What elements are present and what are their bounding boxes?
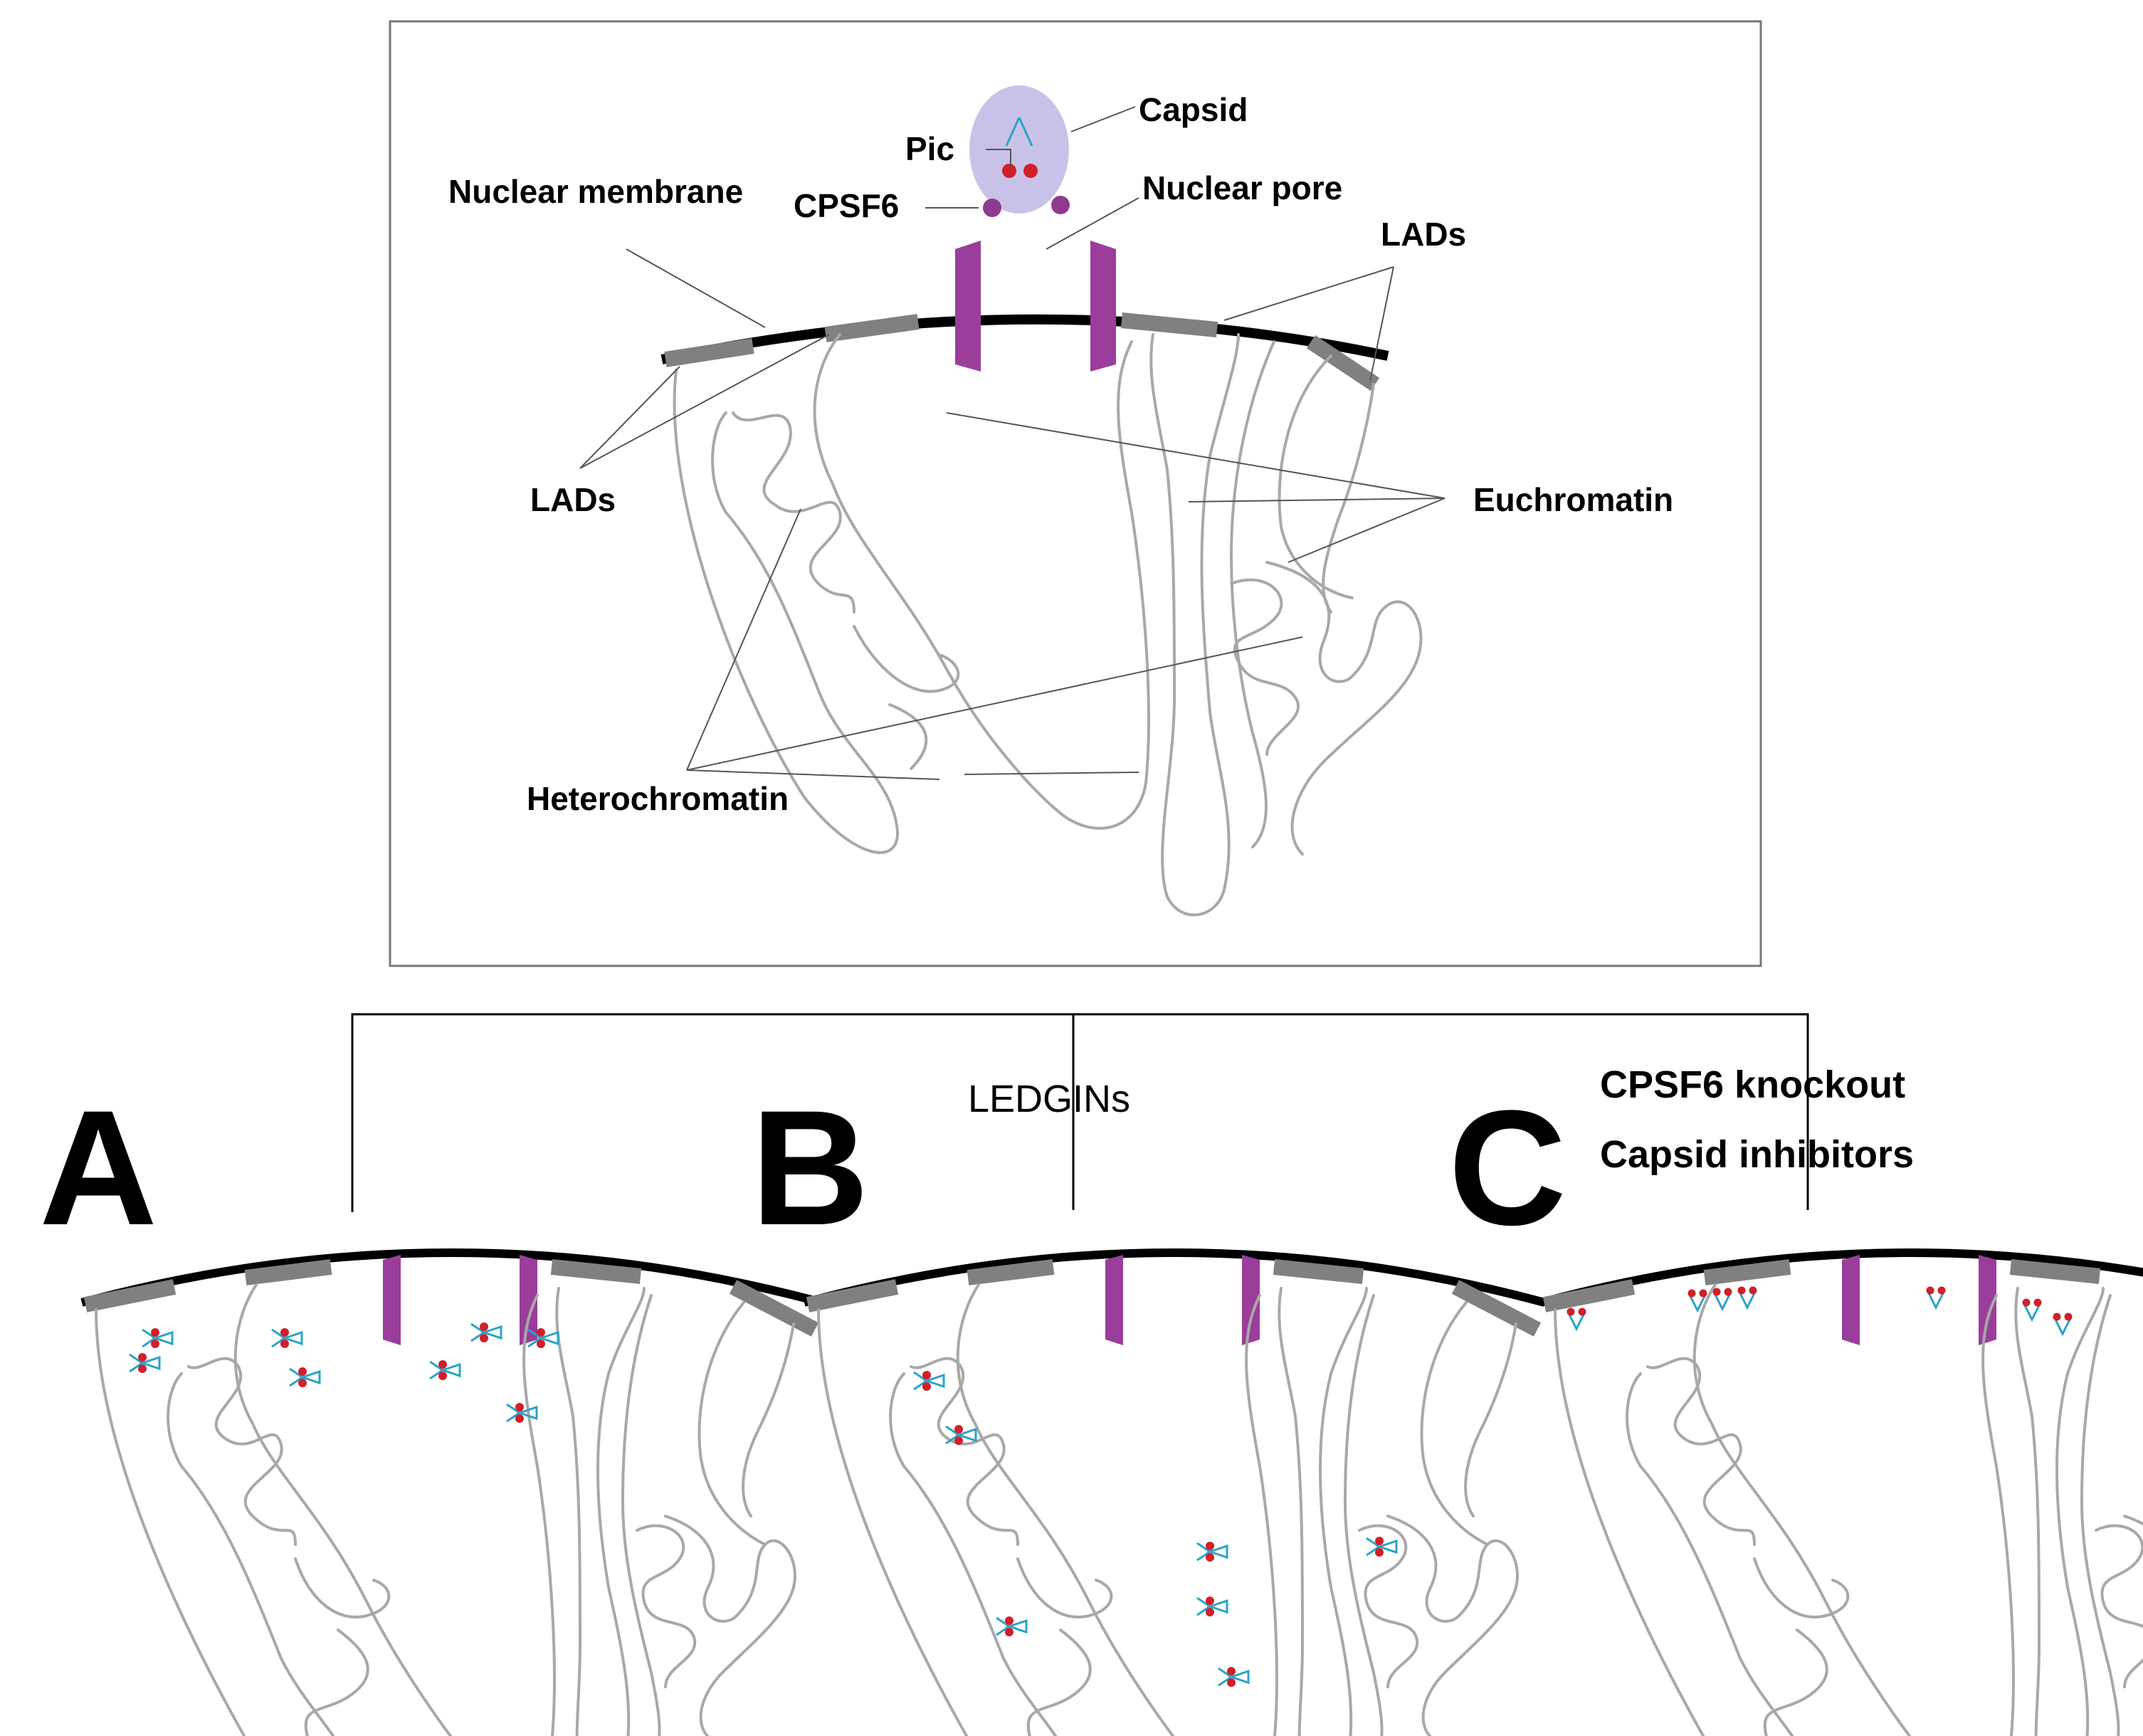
label-capsid: Capsid	[1139, 91, 1248, 128]
nuclear-pore-left	[955, 241, 981, 372]
label-nuclear-pore: Nuclear pore	[1142, 169, 1342, 206]
panel-b: B LEDGINs	[751, 1076, 1544, 1736]
lad-segment	[1306, 335, 1380, 391]
nuclear-pore-right	[1090, 241, 1116, 372]
integrase-dot	[1002, 164, 1016, 178]
panel-letter-a: A	[39, 1076, 157, 1259]
provirus	[1712, 1287, 1733, 1310]
panel-c: C CPSF6 knockout Capsid inhibitors	[1448, 1063, 2143, 1736]
panel-letter-b: B	[751, 1076, 869, 1259]
nuclear-membrane	[660, 314, 1389, 364]
overview-panel: Capsid Pic Nuclear membrane CPSF6 Nuclea…	[389, 20, 1762, 967]
provirus	[2052, 1312, 2073, 1335]
panel-a-nucleus	[82, 1253, 822, 1736]
cpsf6-dot	[983, 199, 1001, 217]
panel-letter-c: C	[1448, 1076, 1567, 1259]
provirus	[1196, 1540, 1228, 1563]
provirus	[995, 1615, 1028, 1638]
provirus	[1566, 1307, 1587, 1330]
panel-b-nucleus	[804, 1253, 1544, 1736]
chromatin	[673, 333, 1423, 917]
provirus	[505, 1401, 538, 1424]
label-euchromatin: Euchromatin	[1473, 481, 1673, 518]
provirus	[1217, 1666, 1250, 1688]
lad-segment	[1120, 312, 1218, 337]
integrase-dot	[1023, 164, 1038, 178]
panel-a: A	[39, 1076, 822, 1736]
label-lads-left: LADs	[530, 481, 616, 518]
panel-a-proviruses	[128, 1321, 559, 1424]
cpsf6-dot	[1051, 196, 1070, 214]
provirus	[428, 1359, 461, 1382]
overview-frame	[389, 20, 1762, 967]
label-nuclear-membrane: Nuclear membrane	[448, 173, 743, 210]
provirus	[288, 1366, 321, 1389]
lad-segment	[664, 338, 754, 367]
provirus	[141, 1327, 174, 1350]
provirus	[1737, 1285, 1758, 1309]
provirus	[470, 1321, 502, 1344]
label-heterochromatin: Heterochromatin	[527, 780, 789, 817]
provirus	[128, 1352, 161, 1374]
condition-capsid-inhibitors: Capsid inhibitors	[1600, 1133, 1914, 1176]
condition-ledgins: LEDGINs	[968, 1078, 1130, 1120]
provirus	[270, 1327, 303, 1350]
provirus	[2021, 1298, 2043, 1321]
branch-connector	[351, 1013, 1809, 1212]
capsid-shape	[969, 85, 1069, 214]
condition-cpsf6-knockout: CPSF6 knockout	[1600, 1063, 1905, 1106]
lad-segment	[824, 314, 920, 342]
label-lads-right: LADs	[1381, 216, 1466, 253]
provirus	[1925, 1285, 1947, 1309]
label-pic: Pic	[905, 130, 954, 167]
panel-c-nucleus	[1541, 1253, 2143, 1736]
leader-lines	[579, 106, 1446, 780]
provirus	[912, 1369, 945, 1392]
provirus	[1196, 1595, 1228, 1618]
provirus	[1365, 1535, 1398, 1558]
label-cpsf6: CPSF6	[794, 187, 899, 224]
pic-shape	[1005, 117, 1033, 147]
